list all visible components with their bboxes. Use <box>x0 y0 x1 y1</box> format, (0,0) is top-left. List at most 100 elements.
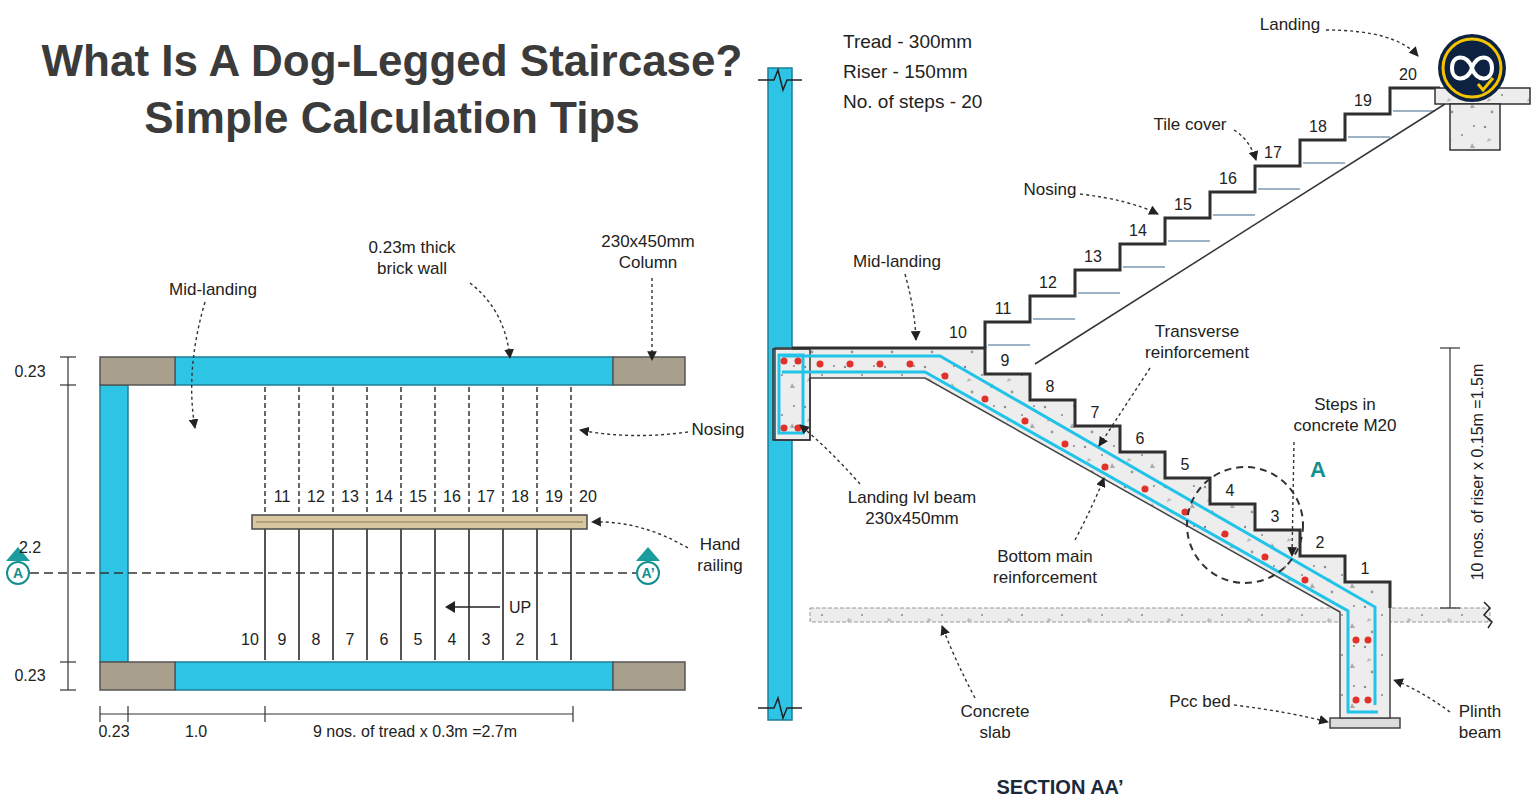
transverse-bar-dot <box>1353 637 1360 644</box>
reinforcement-bar <box>782 372 1378 712</box>
pcc-bed <box>1330 718 1400 728</box>
step-number: 18 <box>1309 117 1327 137</box>
section-marker: A’ <box>636 561 660 585</box>
section-marker-cap <box>6 547 660 561</box>
step-number: 1 <box>550 630 559 650</box>
upper-tread-line <box>366 387 368 515</box>
step-number: 6 <box>380 630 389 650</box>
step-number: 1 <box>1361 559 1370 579</box>
dimension-line <box>67 357 68 690</box>
section-leader-line <box>942 626 975 698</box>
ground-slab <box>1484 602 1492 628</box>
spec-note: No. of steps - 20 <box>843 90 982 114</box>
step-number: 10 <box>241 630 259 650</box>
dimension-line <box>127 706 128 722</box>
dimension-line <box>100 713 573 714</box>
step-outline <box>985 88 1440 348</box>
dimension-line <box>572 706 573 722</box>
callout-label: 230x450mm Column <box>593 231 703 274</box>
riser-dimension <box>1440 347 1460 348</box>
step-number: 4 <box>1226 481 1235 501</box>
page-title: What Is A Dog-Legged Staircase? Simple C… <box>22 32 762 146</box>
transverse-bar-dot <box>1262 554 1269 561</box>
lower-tread-line <box>265 529 571 660</box>
section-leader-line <box>905 274 916 340</box>
reinforcement-bar <box>782 356 1375 705</box>
dimension-line <box>60 661 76 662</box>
transverse-bar-dot <box>907 361 914 368</box>
dimension-text: 2.2 <box>19 538 41 558</box>
callout-label: Nosing <box>692 419 745 440</box>
dimension-line <box>60 384 76 385</box>
upper-tread-line <box>332 387 334 515</box>
upper-landing <box>1450 104 1500 150</box>
up-arrow <box>452 606 500 608</box>
up-arrow <box>445 601 455 613</box>
dimension-text: 1.0 <box>185 722 207 742</box>
transverse-bar-dot <box>847 361 854 368</box>
transverse-bar-dot <box>817 361 824 368</box>
brand-logo <box>1443 39 1501 97</box>
step-number: 7 <box>346 630 355 650</box>
section-leader-line <box>1234 705 1328 722</box>
callout-label: 0.23m thick brick wall <box>355 237 470 280</box>
plan-column <box>613 357 685 385</box>
transverse-bar-dot <box>1022 418 1029 425</box>
upper-landing <box>1435 88 1530 150</box>
step-number: 19 <box>1354 91 1372 111</box>
lower-tread-line <box>434 529 436 660</box>
plan-leader-line <box>580 430 688 436</box>
transverse-bar-dot <box>1353 697 1360 704</box>
riser-dimension <box>1449 348 1450 608</box>
reinforcement-bar <box>779 355 803 433</box>
upper-tread-line <box>400 387 402 515</box>
plan-leader-line <box>192 302 205 428</box>
step-number: 8 <box>312 630 321 650</box>
upper-tread-line <box>536 387 538 515</box>
lower-flight-concrete <box>773 348 1390 718</box>
step-number: 3 <box>482 630 491 650</box>
step-number: 9 <box>278 630 287 650</box>
upper-tread-line <box>265 387 571 515</box>
section-leader-line <box>800 30 1450 722</box>
upper-tread-line <box>468 387 470 515</box>
brand-logo <box>1478 78 1493 90</box>
callout-label: Tile cover <box>1153 114 1226 135</box>
step-number: 5 <box>414 630 423 650</box>
callout-label: Concrete slab <box>950 701 1040 744</box>
up-arrow <box>445 601 500 613</box>
plan-column <box>100 357 175 385</box>
step-number: 20 <box>1399 65 1417 85</box>
plan-column <box>613 662 685 690</box>
transverse-bar-dot <box>1365 697 1372 704</box>
transverse-bar-dot <box>795 358 802 365</box>
section-marker: A <box>6 561 30 585</box>
dimension-text: 9 nos. of tread x 0.3m =2.7m <box>313 722 517 742</box>
plan-leader-line <box>470 283 510 358</box>
plan-leader-line <box>192 278 688 548</box>
spec-note: Riser - 150mm <box>843 60 968 84</box>
detail-circle <box>1187 467 1303 583</box>
section-leader-line <box>1394 680 1450 712</box>
plan-leader-line <box>592 522 688 548</box>
plan-wall <box>100 357 613 690</box>
transverse-bar-dot <box>942 373 949 380</box>
dimension-line <box>60 689 76 690</box>
dimension-line <box>60 357 573 722</box>
step-number: 20 <box>579 487 597 507</box>
step-outline <box>792 348 1390 608</box>
lower-tread-line <box>400 529 402 660</box>
step-number: 12 <box>307 487 325 507</box>
step-number: 3 <box>1271 507 1280 527</box>
step-number: 15 <box>409 487 427 507</box>
section-leader-line <box>1234 130 1256 160</box>
plan-leader-line <box>651 278 652 360</box>
section-wall <box>758 70 802 90</box>
section-leader-line <box>1075 478 1104 540</box>
step-number: 11 <box>274 487 291 507</box>
lower-tread-line <box>366 529 368 660</box>
step-number: 12 <box>1039 273 1057 293</box>
transverse-bar-dot <box>795 425 802 432</box>
section-wall <box>758 698 802 718</box>
